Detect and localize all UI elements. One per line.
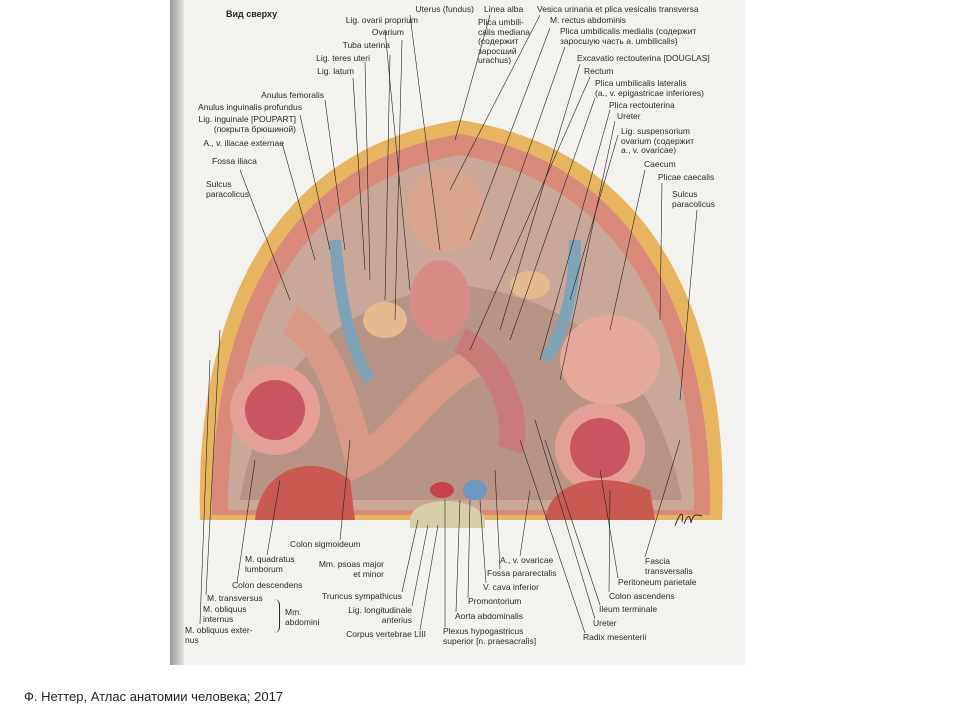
left-ovary xyxy=(363,302,407,338)
label-sulcus-paracolicus-right: Sulcus paracolicus xyxy=(672,189,715,209)
label-tuba-uterina: Tuba uterina xyxy=(342,40,390,50)
label-lig-latum: Lig. latum xyxy=(317,66,354,76)
label-anulus-femoralis: Anulus femoralis xyxy=(261,90,324,100)
label-m-obliquus-internus: M. obliquus internus xyxy=(203,604,247,624)
label-linea-alba: Linea alba xyxy=(484,4,524,14)
slide-caption: Ф. Неттер, Атлас анатомии человека; 2017 xyxy=(24,689,284,704)
label-ovarium: Ovarium xyxy=(371,27,404,37)
label-colon-sigmoideum: Colon sigmoideum xyxy=(290,539,361,549)
label-iliacae-externae: A., v. iliacae externae xyxy=(203,138,284,148)
label-lig-teres: Lig. teres uteri xyxy=(316,53,370,63)
label-lig-inguinale: Lig. inguinale [POUPART] (покрыта брюшин… xyxy=(198,114,296,134)
label-anulus-inguinalis: Anulus inguinalis profundus xyxy=(198,102,302,112)
leader-lines xyxy=(199,14,698,634)
uterus xyxy=(410,260,470,340)
label-uterus-fundus: Uterus (fundus) xyxy=(415,4,474,14)
label-colon-ascendens: Colon ascendens xyxy=(609,591,675,601)
small-intestine xyxy=(453,328,526,455)
label-truncus-sympathicus: Truncus sympathicus xyxy=(322,591,402,601)
label-peritoneum-parietale: Peritoneum parietale xyxy=(618,577,697,587)
label-mm-abdomini: Mm. abdomini xyxy=(285,607,320,627)
label-plicae-caecalis: Plicae caecalis xyxy=(658,172,715,182)
label-plica-lateralis: Plica umbilicalis lateralis (a., v. epig… xyxy=(595,78,704,98)
label-fossa-iliaca: Fossa iliaca xyxy=(212,156,257,166)
label-ureter-top: Ureter xyxy=(617,111,641,121)
label-m-transversus: M. transversus xyxy=(207,593,263,603)
label-aorta: Aorta abdominalis xyxy=(455,611,524,621)
vertebra xyxy=(410,501,485,528)
label-plica-rectouterina: Plica rectouterina xyxy=(609,100,675,110)
label-m-obliquus-externus: M. obliquus exter- nus xyxy=(185,625,253,645)
label-quadratus-lumborum: M. quadratus lumborum xyxy=(245,554,295,574)
label-ileum-terminale: Ileum terminale xyxy=(599,604,658,614)
label-lig-longitudinale: Lig. longitudinale anterius xyxy=(348,605,412,625)
right-iliac-vessels xyxy=(539,239,581,364)
label-fossa-pararectalis: Fossa pararectalis xyxy=(487,568,557,578)
bladder xyxy=(408,168,484,252)
aorta xyxy=(430,482,454,498)
label-caecum: Caecum xyxy=(644,159,676,169)
label-psoas: Mm. psoas major et minor xyxy=(318,559,384,579)
label-colon-descendens: Colon descendens xyxy=(232,580,303,590)
label-sulcus-paracolicus-left: Sulcus paracolicus xyxy=(206,179,249,199)
sigmoid-colon xyxy=(282,306,487,482)
label-corpus-vertebrae: Corpus vertebrae LIII xyxy=(346,629,426,639)
label-vena-cava: V. cava inferior xyxy=(483,582,539,592)
label-rectum: Rectum xyxy=(584,66,614,76)
vena-cava xyxy=(463,480,487,500)
label-ureter-bottom: Ureter xyxy=(593,618,617,628)
view-title: Вид сверху xyxy=(226,9,278,19)
brace-icon xyxy=(274,599,280,633)
label-vesica-urinaria: Vesica urinaria et plica vesicalis trans… xyxy=(537,4,699,14)
label-promontorium: Promontorium xyxy=(468,596,522,606)
label-ovaricae-bottom: A., v. ovaricae xyxy=(500,555,554,565)
netter-signature xyxy=(674,513,703,527)
psoas-muscles xyxy=(255,465,655,520)
left-iliac-vessels xyxy=(329,239,376,384)
label-excavatio-rectouterina: Excavatio rectouterina [DOUGLAS] xyxy=(577,53,710,63)
label-lig-suspensorium: Lig. suspensorium ovarium (содержит a., … xyxy=(621,126,695,155)
page-binding-shadow xyxy=(170,0,184,665)
caecum xyxy=(560,315,660,405)
label-radix-mesenterii: Radix mesenterii xyxy=(583,632,647,642)
label-rectus-abdominis: M. rectus abdominis xyxy=(550,15,627,25)
label-plexus-hypogastricus: Plexus hypogastricus superior [n. praesa… xyxy=(443,626,537,646)
label-plica-medialis: Plica umbilicalis medialis (содержит зар… xyxy=(560,26,697,46)
label-lig-ovarii: Lig. ovarii proprium xyxy=(345,15,418,25)
label-fascia-transversalis: Fascia transversalis xyxy=(645,556,693,576)
label-plica-mediana: Plica umbili- calis mediana (содержит за… xyxy=(478,17,530,65)
right-ovary xyxy=(510,271,550,299)
